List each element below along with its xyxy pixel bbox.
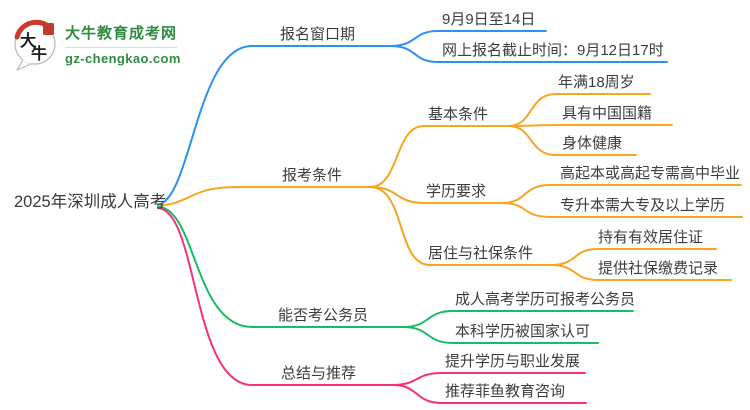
branch-label-civil-service: 能否考公务员 xyxy=(278,307,369,324)
branch-summary-lines xyxy=(157,207,587,404)
leaf-online-deadline: 网上报名截止时间：9月12日17时 xyxy=(442,42,664,59)
subtopic-basic-conditions: 基本条件 xyxy=(428,106,489,123)
subtopic-education-requirement: 学历要求 xyxy=(426,183,487,200)
leaf-degree-recognized: 本科学历被国家认可 xyxy=(455,323,591,340)
svg-text:大: 大 xyxy=(20,31,36,50)
branch-civil-service-lines xyxy=(157,206,634,344)
branch-application-conditions-lines xyxy=(157,93,743,281)
subtopic-residence-social-security: 居住与社保条件 xyxy=(428,245,534,262)
branch-label-application-conditions: 报考条件 xyxy=(282,167,343,184)
logo-subtitle: gz-chengkao.com xyxy=(65,51,181,66)
svg-text:牛: 牛 xyxy=(31,44,47,63)
leaf-registration-dates: 9月9日至14日 xyxy=(442,11,536,28)
leaf-residence-permit: 持有有效居住证 xyxy=(598,229,704,246)
logo-bull-icon: 大 牛 xyxy=(14,19,56,71)
leaf-age-requirement: 年满18周岁 xyxy=(558,74,635,91)
leaf-social-security-record: 提供社保缴费记录 xyxy=(598,260,719,277)
leaf-civil-service-eligible: 成人高考学历可报考公务员 xyxy=(455,291,636,308)
branch-registration-window-lines xyxy=(157,30,668,206)
leaf-college-diploma: 专升本需大专及以上学历 xyxy=(560,197,726,214)
leaf-career-development: 提升学历与职业发展 xyxy=(445,353,581,370)
leaf-health: 身体健康 xyxy=(562,135,623,152)
branch-label-summary: 总结与推荐 xyxy=(281,365,357,382)
logo-text: 大牛教育成考网 gz-chengkao.com xyxy=(65,16,181,66)
leaf-highschool-diploma: 高起本或高起专需高中毕业 xyxy=(560,165,741,182)
leaf-recommendation: 推荐菲鱼教育咨询 xyxy=(445,383,566,400)
branch-label-registration-window: 报名窗口期 xyxy=(280,26,356,43)
leaf-nationality: 具有中国国籍 xyxy=(562,105,653,122)
root-topic: 2025年深圳成人高考 xyxy=(14,193,167,211)
logo-title: 大牛教育成考网 xyxy=(65,22,178,48)
site-logo: 大 牛 大牛教育成考网 gz-chengkao.com xyxy=(10,16,181,72)
